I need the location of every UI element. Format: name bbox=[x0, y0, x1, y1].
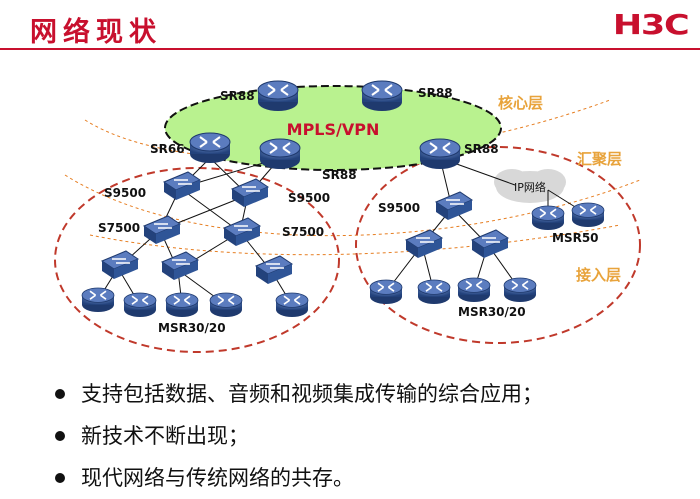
label-s7500-b: S7500 bbox=[282, 225, 324, 239]
switch-access-3 bbox=[255, 255, 293, 285]
bullet-dot bbox=[55, 473, 65, 483]
label-sr88-d: SR88 bbox=[464, 142, 499, 156]
title-divider bbox=[0, 48, 700, 50]
label-sr88-c: SR88 bbox=[322, 168, 357, 182]
router-sr88-top-left bbox=[257, 80, 299, 112]
bullet-text: 新技术不断出现； bbox=[81, 424, 249, 448]
left-region bbox=[54, 167, 340, 353]
layer-label-aggregation: 汇聚层 bbox=[577, 150, 622, 168]
mpls-label: MPLS/VPN bbox=[287, 120, 380, 139]
router-msr50-2 bbox=[571, 202, 605, 228]
bullet-dot bbox=[55, 389, 65, 399]
switch-s9500-left bbox=[163, 171, 201, 201]
ip-network-cloud: IP网络 bbox=[494, 169, 566, 203]
switch-access-2 bbox=[161, 251, 199, 281]
router-msr-left-5 bbox=[275, 292, 309, 318]
label-s9500-b: S9500 bbox=[288, 191, 330, 205]
switch-s9500-east bbox=[435, 191, 473, 221]
mpls-vpn-cloud bbox=[164, 85, 502, 171]
router-msr-right-1 bbox=[369, 279, 403, 305]
label-sr88-a: SR88 bbox=[220, 89, 255, 103]
page-title: 网络现状 bbox=[30, 17, 162, 48]
layer-label-access: 接入层 bbox=[576, 266, 621, 284]
core-layer-boundary bbox=[84, 99, 611, 160]
label-sr88-b: SR88 bbox=[418, 86, 453, 100]
bullet-text: 支持包括数据、音频和视频集成传输的综合应用； bbox=[81, 382, 543, 406]
switch-s7500-right bbox=[223, 217, 261, 247]
switch-east-access-1 bbox=[405, 229, 443, 259]
bullet-item: 支持包括数据、音频和视频集成传输的综合应用； bbox=[55, 373, 543, 415]
label-msr50: MSR50 bbox=[552, 231, 599, 245]
label-msr3020-b: MSR30/20 bbox=[458, 305, 526, 319]
router-msr-left-2 bbox=[123, 292, 157, 318]
router-msr50-1 bbox=[531, 205, 565, 231]
label-s9500-c: S9500 bbox=[378, 201, 420, 215]
bullet-dot bbox=[55, 431, 65, 441]
h3c-logo: H3C bbox=[612, 8, 689, 41]
right-region bbox=[355, 146, 641, 344]
router-msr-left-3 bbox=[165, 292, 199, 318]
ip-cloud-label: IP网络 bbox=[514, 180, 546, 194]
router-sr66 bbox=[189, 132, 231, 164]
bullet-item: 现代网络与传统网络的共存。 bbox=[55, 457, 543, 499]
router-sr88-top-right bbox=[361, 80, 403, 112]
label-msr3020-a: MSR30/20 bbox=[158, 321, 226, 335]
router-msr-left-4 bbox=[209, 292, 243, 318]
router-msr-right-2 bbox=[417, 279, 451, 305]
label-s9500-a: S9500 bbox=[104, 186, 146, 200]
bullet-text: 现代网络与传统网络的共存。 bbox=[81, 466, 354, 490]
router-msr-right-4 bbox=[503, 277, 537, 303]
switch-s9500-right bbox=[231, 178, 269, 208]
label-s7500-a: S7500 bbox=[98, 221, 140, 235]
layer-label-core: 核心层 bbox=[498, 94, 543, 112]
bullet-list: 支持包括数据、音频和视频集成传输的综合应用； 新技术不断出现； 现代网络与传统网… bbox=[55, 373, 543, 499]
bullet-item: 新技术不断出现； bbox=[55, 415, 543, 457]
router-msr-left-1 bbox=[81, 287, 115, 313]
switch-access-1 bbox=[101, 250, 139, 280]
router-sr88-right bbox=[419, 138, 461, 170]
network-diagram: MPLS/VPN IP网络 bbox=[54, 80, 641, 353]
router-sr88-mid bbox=[259, 138, 301, 170]
label-sr66: SR66 bbox=[150, 142, 185, 156]
router-msr-right-3 bbox=[457, 277, 491, 303]
